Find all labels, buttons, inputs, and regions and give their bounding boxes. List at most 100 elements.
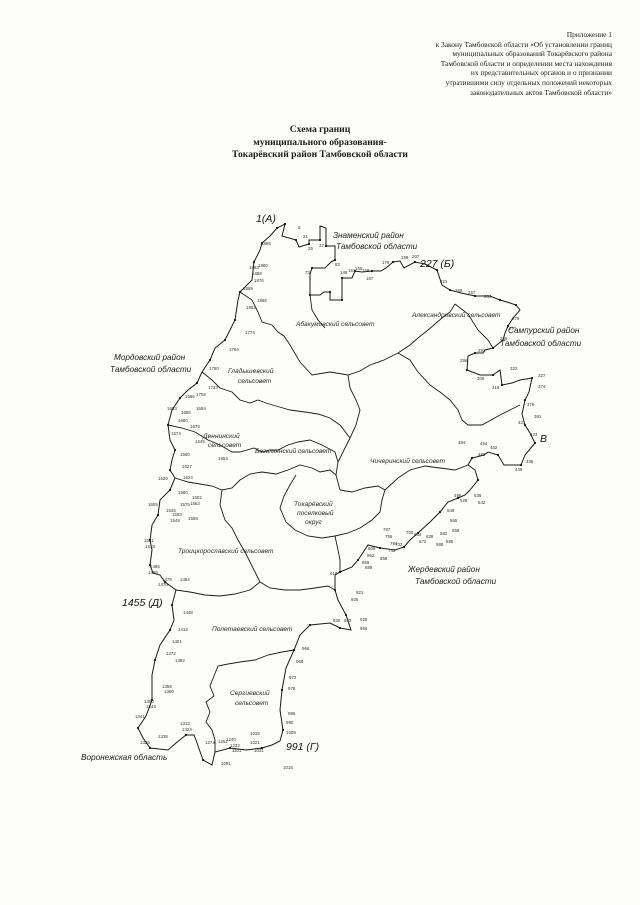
label-chichersky: Чичеринский сельсовет	[370, 457, 446, 465]
vertex-number: 868	[380, 556, 388, 561]
vertex-number: 454	[480, 441, 488, 446]
vertex-number: 1750	[209, 366, 219, 371]
vertex-number: 1252	[218, 739, 228, 744]
vertex-number: 1627	[182, 464, 192, 469]
vertex-number: 269	[455, 288, 463, 293]
vertex-number: 972	[289, 675, 297, 680]
vertex-number: 1101	[232, 748, 242, 753]
vertex-number: 1852	[246, 305, 256, 310]
council-boundary	[309, 294, 326, 329]
vertex-number: 918	[330, 571, 338, 576]
vertex-number: 1645	[195, 439, 205, 444]
vertex-number: 151	[348, 268, 356, 273]
vertex-number: 149	[340, 270, 348, 275]
label-sampursky-1: Сампурский район	[508, 326, 580, 335]
vertex-number: 933	[344, 618, 352, 623]
vertex-number: 207	[412, 254, 420, 259]
vertex-number: 1486	[150, 564, 160, 569]
vertex-number: 956	[360, 626, 368, 631]
vertex-number: 585	[446, 539, 454, 544]
vertex-number: 21	[303, 234, 308, 239]
vertex-number: 155	[355, 266, 363, 271]
vertex-number: 1605	[148, 502, 158, 507]
vertex-number: 309	[477, 376, 485, 381]
vertex-number: 1549	[170, 518, 180, 523]
vertex-number: 978	[288, 686, 296, 691]
boundary-vertices	[136, 222, 537, 762]
vertex-number: 1323	[182, 727, 192, 732]
vertex-number: 700	[406, 530, 414, 535]
vertex-number: 435	[526, 459, 534, 464]
vertex-number: 1401	[172, 639, 182, 644]
vertex-number: 1372	[166, 651, 176, 656]
vertex-number: 1869	[243, 286, 253, 291]
vertex-number: 73	[305, 270, 310, 275]
vertex-number: 278	[512, 316, 520, 321]
vertex-number: 1602	[192, 495, 202, 500]
vertex-number: 1895	[261, 241, 271, 246]
label-aleksandrovsky: Александровский сельсовет	[411, 311, 501, 319]
vertex-number: 1476	[158, 582, 168, 587]
appendix-line: утратившими силу отдельных положений нек…	[445, 77, 612, 87]
vertex-number: 1683	[167, 406, 177, 411]
vertex-number: 277	[509, 326, 517, 331]
vertex-number: 1888	[252, 271, 262, 276]
point-label-a: 1(А)	[256, 213, 276, 225]
vertex-number: 376	[527, 402, 535, 407]
label-gladyshevsky-1: Гладышевский	[228, 367, 274, 375]
vertex-number: 1686	[185, 394, 195, 399]
label-mordovsky-2: Тамбовской области	[110, 365, 192, 374]
vertex-number: 25	[308, 246, 313, 251]
vertex-number: 1341	[135, 714, 145, 719]
vertex-number: 1708	[196, 392, 206, 397]
label-abakumovsky: Абакумовский сельсовет	[295, 320, 375, 328]
vertex-number: 1624	[183, 475, 193, 480]
vertex-number: 755	[385, 534, 393, 539]
appendix-line: Приложение 1	[566, 30, 612, 39]
vertex-number: 1031	[254, 748, 264, 753]
vertex-number: 498	[454, 493, 462, 498]
vertex-number: 549	[447, 508, 455, 513]
label-znamensky-1: Знаменский район	[333, 231, 404, 240]
label-zherdevsky-1: Жердевский район	[407, 565, 480, 574]
vertex-number: 1240	[226, 737, 236, 742]
vertex-number: 582	[440, 531, 448, 536]
vertex-number: 1478	[162, 577, 172, 582]
vertex-number: 167	[366, 276, 374, 281]
vertex-number: 1660	[180, 452, 190, 457]
vertex-number: 925	[351, 597, 359, 602]
vertex-number: 1232	[230, 743, 240, 748]
vertex-number: 1866	[257, 298, 267, 303]
label-gladyshevsky-2: сельсовет	[238, 378, 272, 385]
vertex-number: 654	[414, 532, 422, 537]
label-tokarevsky-2: поселковый	[297, 509, 334, 517]
vertex-number: 568	[452, 528, 460, 533]
vertex-number: 489	[478, 452, 486, 457]
council-boundary	[239, 291, 456, 376]
label-sergievsky-2: сельсовет	[235, 700, 269, 707]
point-label-b: 227 (Б)	[419, 258, 454, 270]
vertex-number: 1541	[144, 538, 154, 543]
council-boundary	[219, 489, 336, 591]
point-label-v: В	[540, 433, 547, 445]
vertex-number: 5	[298, 225, 301, 230]
vertex-number: 1009	[286, 730, 296, 735]
vertex-number: 1553	[172, 512, 182, 517]
vertex-number: 928	[360, 617, 368, 622]
vertex-number: 296	[460, 358, 468, 363]
vertex-number: 322	[510, 366, 518, 371]
vertex-number: 921	[356, 590, 364, 595]
vertex-number: 292	[478, 348, 486, 353]
vertex-number: 1733	[208, 385, 218, 390]
vertex-number: 1580	[178, 490, 188, 495]
vertex-number: 484	[458, 440, 466, 445]
vertex-number: 1499	[148, 570, 158, 575]
council-boundary	[174, 464, 337, 491]
vertex-number: 1653	[218, 456, 228, 461]
vertex-number: 1358	[162, 684, 172, 689]
vertex-number: 990	[286, 720, 294, 725]
label-polyatinsky: Полетаевский сельсовет	[212, 625, 293, 633]
vertex-number: 286	[500, 336, 508, 341]
vertex-number: 1559	[188, 516, 198, 521]
